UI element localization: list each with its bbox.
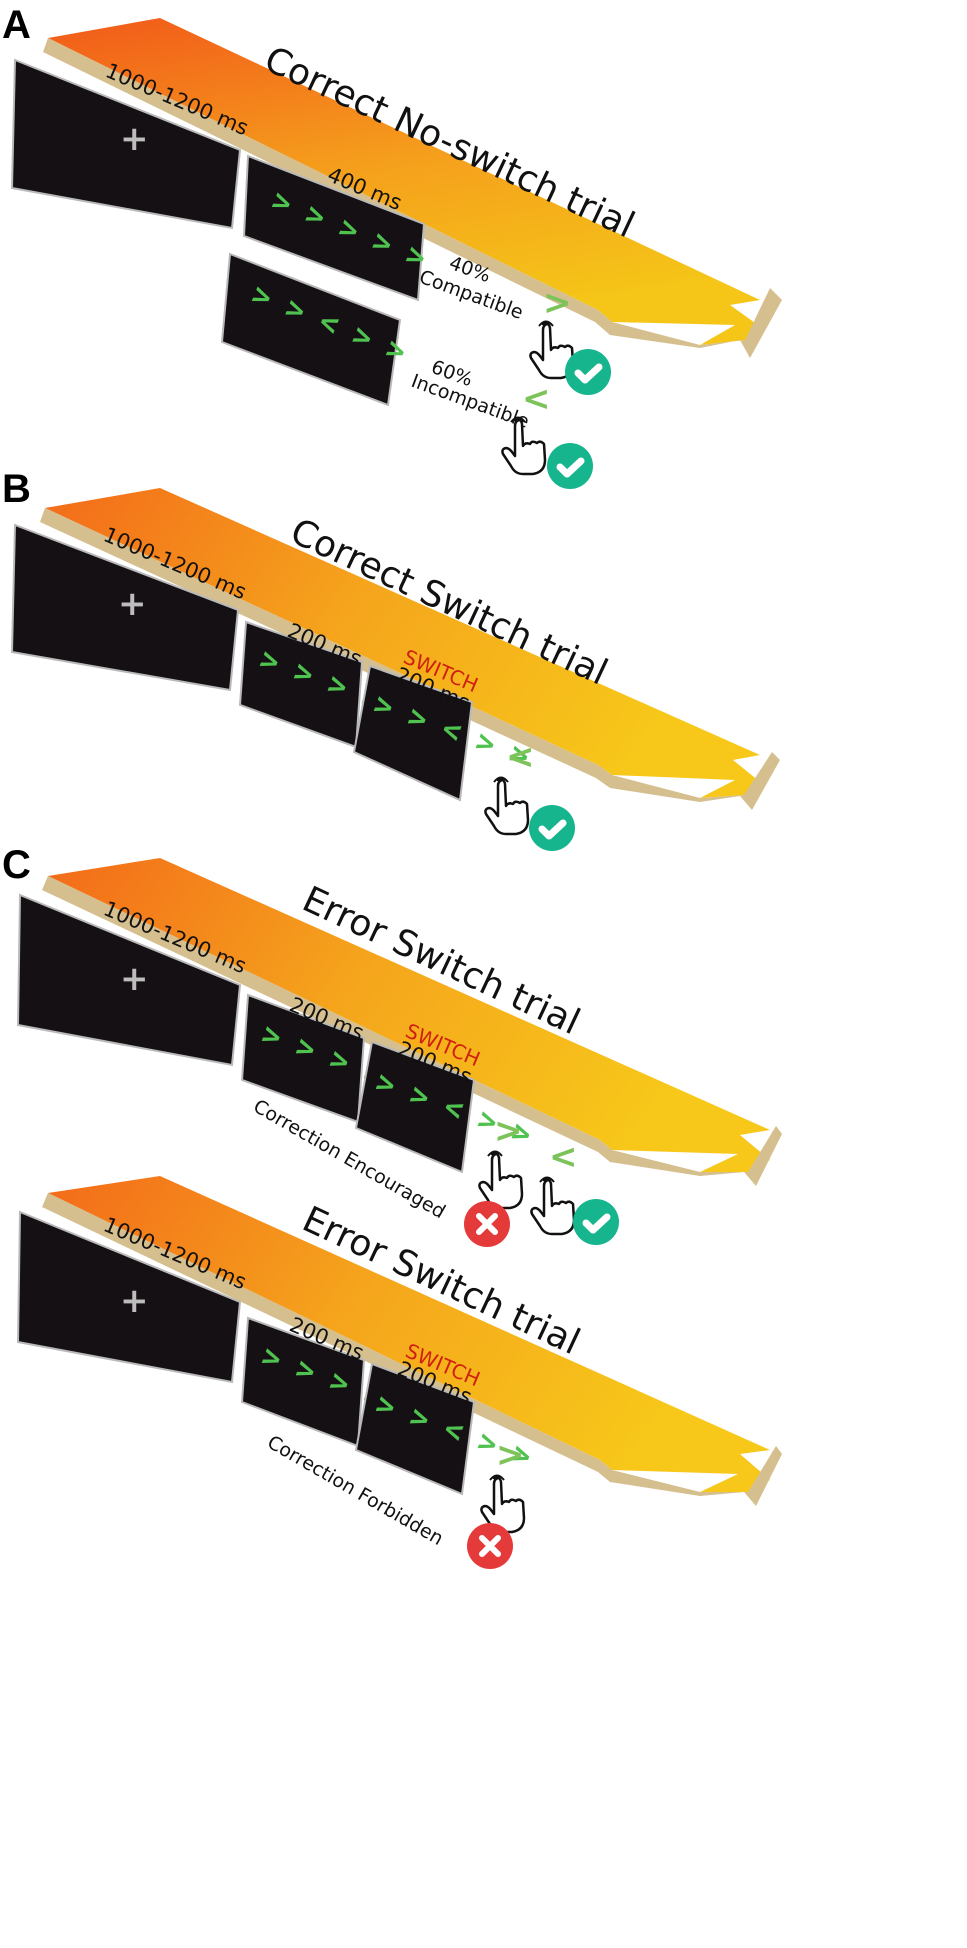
fixation-screen [16,1210,242,1384]
response-arrow: < [549,1137,578,1177]
switch-stimulus-screen [354,1362,476,1496]
panel-b: B + 1000-1200 ms Correct Switch trial > … [2,467,780,851]
timeline-arrow [48,858,770,1172]
fixation-cross: + [120,1281,149,1321]
cross-icon [464,1201,510,1247]
pointing-hand-icon [484,776,530,836]
check-icon [547,443,593,489]
fixation-screen [10,523,240,692]
response-arrow: > [543,283,572,323]
incompatible-stimulus-screen [220,252,402,407]
response-arrow: > [496,1435,525,1475]
pointing-hand-icon [530,1176,576,1236]
panel-letter: C [2,843,31,887]
fixation-cross: + [120,959,149,999]
check-icon [565,349,611,395]
panel-letter: A [2,3,31,47]
fixation-screen [16,893,242,1067]
timeline-arrow [45,488,765,798]
switch-stimulus-screen [352,664,474,802]
timeline-arrow [48,18,765,345]
fixation-cross: + [118,584,147,624]
fixation-screen [10,58,242,230]
timeline-arrow [48,1176,770,1492]
stimulus-screen [242,154,426,302]
panel-letter: B [2,467,31,511]
switch-stimulus-screen [354,1040,476,1174]
response-arrow: > [494,1111,523,1151]
check-icon [573,1199,619,1245]
pointing-hand-icon [478,1150,524,1210]
response-arrow: < [506,737,535,777]
cross-icon [467,1523,513,1569]
fixation-cross: + [120,119,149,159]
panel-c-forbidden: + 1000-1200 ms Error Switch trial > > > … [16,1176,782,1569]
panel-a: A + 1000-1200 ms Correct No-switch trial… [2,3,782,489]
check-icon [529,805,575,851]
panel-c: C + 1000-1200 ms Error Switch trial > > … [2,843,782,1247]
response-arrow: < [522,379,551,419]
